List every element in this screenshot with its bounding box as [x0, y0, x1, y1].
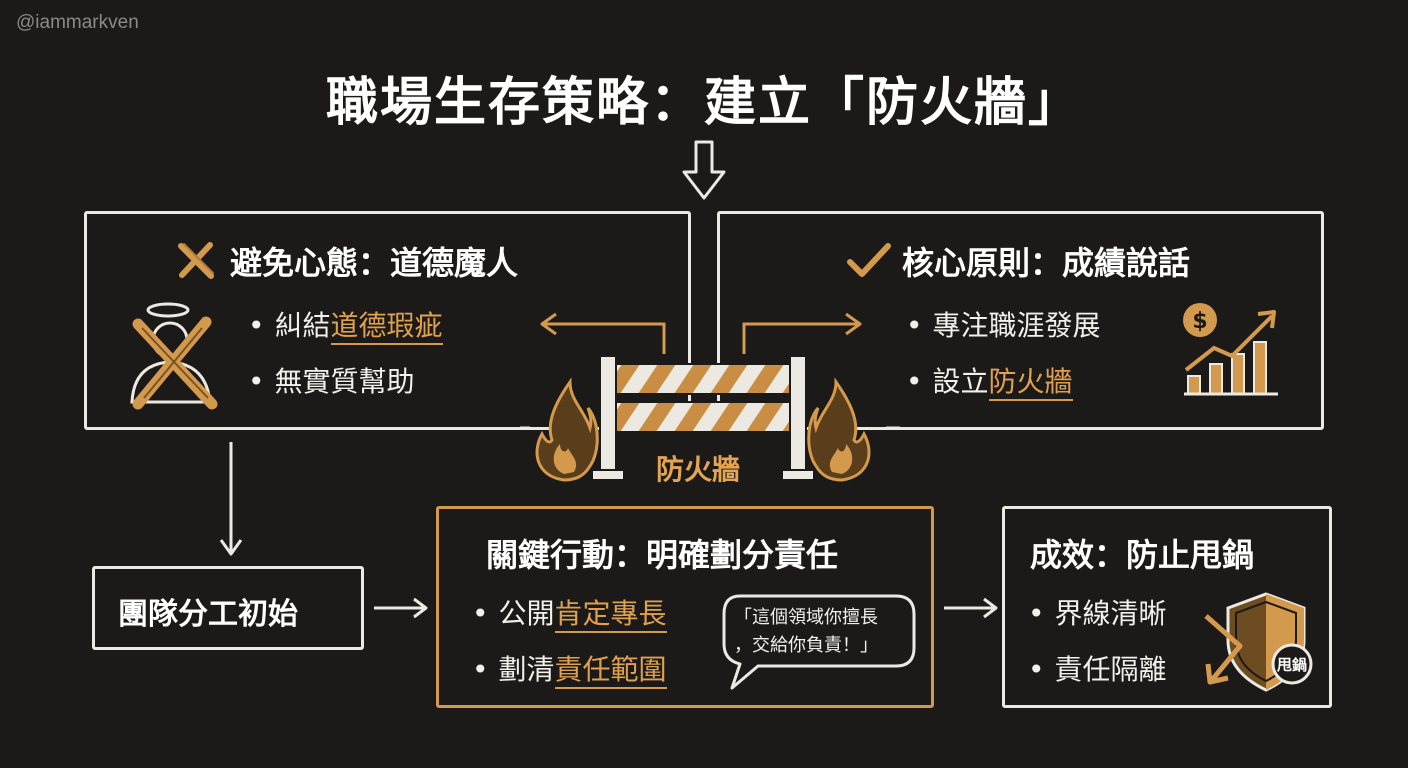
effect-bullet-1-text: 界線清晰 [1054, 597, 1167, 630]
page-title: 職場生存策略：建立「防火牆」 [325, 73, 1082, 133]
bullet-dot: • [906, 365, 923, 398]
avoid-bullet-2: • 無實質幫助 [248, 360, 415, 400]
bullet-dot: • [1028, 653, 1045, 686]
check-mark-icon [847, 243, 891, 277]
core-principle-title: 核心原則：成績說話 [902, 244, 1191, 282]
team-start-box [92, 566, 364, 650]
bullet-dot: • [472, 653, 489, 686]
speech-bubble-icon [722, 594, 916, 690]
action-bullet-1-highlight: 肯定專長 [554, 597, 667, 633]
speech-bubble-line-1: 「這個領域你擅長 [734, 607, 878, 628]
bullet-dot: • [248, 365, 265, 398]
avoid-bullet-2-text: 無實質幫助 [274, 365, 415, 398]
core-bullet-2-highlight: 防火牆 [988, 365, 1073, 401]
avoid-mindset-title: 避免心態：道德魔人 [230, 244, 519, 282]
effect-box [1002, 506, 1332, 708]
action-bullet-2-text: 劃清 [498, 653, 555, 686]
bullet-dot: • [1028, 597, 1045, 630]
barrier-icon [591, 355, 815, 481]
effect-bullet-2-text: 責任隔離 [1054, 653, 1167, 686]
effect-title: 成效：防止甩鍋 [1030, 536, 1255, 574]
effect-bullet-2: • 責任隔離 [1028, 648, 1167, 688]
speech-bubble-line-2: ，交給你負責！」 [734, 635, 878, 656]
core-bullet-1-text: 專注職涯發展 [932, 309, 1101, 342]
core-principle-box [717, 211, 1324, 430]
flame-icon [807, 377, 871, 482]
flame-icon [535, 377, 599, 482]
avoid-mindset-box [84, 211, 691, 430]
action-bullet-2: • 劃清責任範圍 [472, 648, 667, 689]
avoid-bullet-1-highlight: 道德瑕疵 [330, 309, 443, 345]
svg-text:$: $ [1192, 309, 1207, 334]
team-start-label: 團隊分工初始 [118, 597, 298, 632]
core-bullet-1: • 專注職涯發展 [906, 304, 1101, 344]
left-arrow-icon [540, 312, 666, 354]
watermark: @iammarkven [16, 12, 139, 33]
bullet-dot: • [906, 309, 923, 342]
core-bullet-2-text: 設立 [932, 365, 989, 398]
effect-bullet-1: • 界線清晰 [1028, 592, 1167, 632]
bullet-dot: • [248, 309, 265, 342]
core-bullet-2: • 設立防火牆 [906, 360, 1073, 401]
key-action-box [436, 506, 934, 708]
bullet-dot: • [472, 597, 489, 630]
right-arrow-icon [374, 597, 428, 619]
firewall-label: 防火牆 [656, 453, 741, 486]
avoid-bullet-1: • 糾結道德瑕疵 [248, 304, 443, 345]
growth-chart-icon: $ [1183, 303, 1278, 396]
action-bullet-1-text: 公開 [498, 597, 555, 630]
shield-badge-label: 甩鍋 [1276, 656, 1307, 674]
down-arrow-icon [682, 140, 726, 200]
x-mark-icon [178, 242, 214, 279]
key-action-title: 關鍵行動：明確劃分責任 [486, 536, 839, 574]
connector-line [520, 426, 900, 430]
down-arrow-icon [219, 442, 243, 556]
action-bullet-1: • 公開肯定專長 [472, 592, 667, 633]
right-arrow-icon [944, 597, 998, 619]
speech-bubble-text: 「這個領域你擅長 ，交給你負責！」 [734, 604, 878, 660]
action-bullet-2-highlight: 責任範圍 [554, 653, 667, 689]
avoid-bullet-1-text: 糾結 [274, 309, 331, 342]
shield-icon [1204, 592, 1313, 692]
crossed-angel-icon [130, 302, 218, 410]
right-arrow-icon [742, 312, 862, 354]
